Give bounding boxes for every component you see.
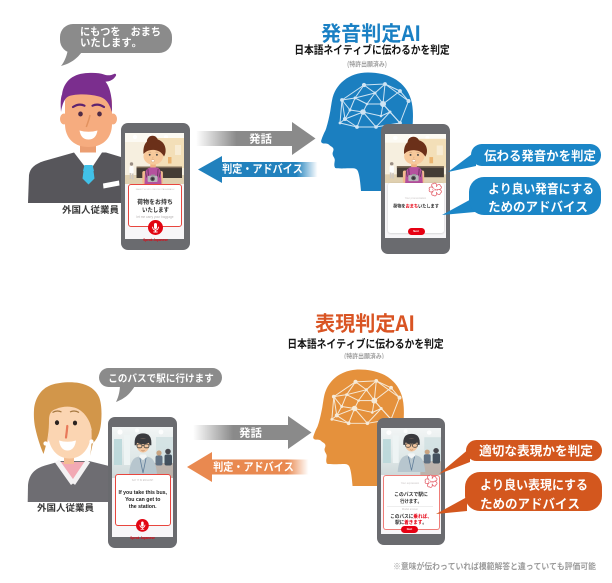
svg-text:Clear: Clear [428,480,434,483]
svg-text:Clear: Clear [433,188,439,191]
